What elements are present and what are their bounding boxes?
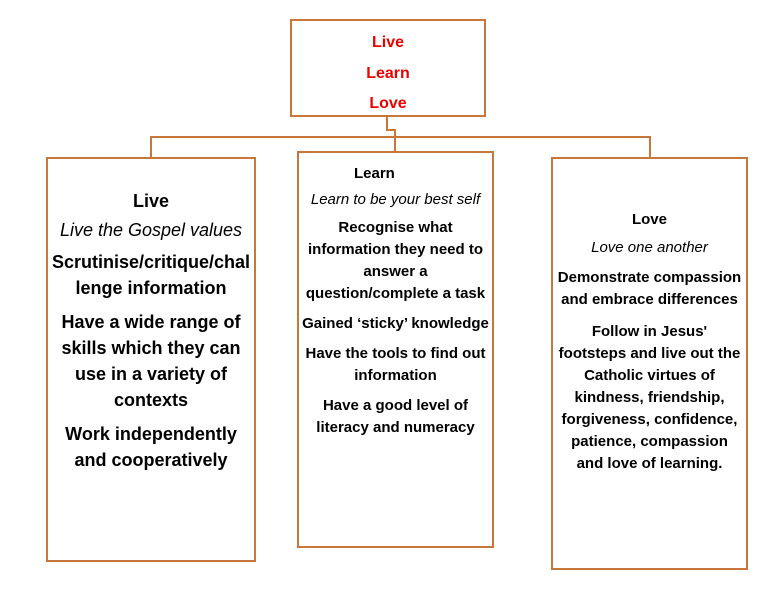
root-line-live: Live xyxy=(371,34,404,51)
love-node: Love Love one another Demonstrate compas… xyxy=(551,157,748,570)
learn-point: Recognise what information they need to … xyxy=(305,219,486,302)
love-subtitle: Love one another xyxy=(591,239,708,256)
root-line-learn: Learn xyxy=(366,64,410,82)
live-subtitle: Live the Gospel values xyxy=(59,220,243,240)
love-title: Love xyxy=(631,211,667,228)
root-line-love: Love xyxy=(369,95,407,112)
learn-point: Gained ‘sticky’ knowledge xyxy=(302,315,489,332)
live-point: Work independently and cooperatively xyxy=(65,424,237,470)
root-node: Live Learn Love xyxy=(290,19,486,117)
learn-subtitle: Learn to be your best self xyxy=(310,191,481,208)
live-point: Have a wide range of skills which they c… xyxy=(61,312,241,410)
love-point: Demonstrate compassion and embrace diffe… xyxy=(557,269,742,308)
connector-trunk xyxy=(386,117,396,137)
live-title: Live xyxy=(132,191,170,211)
learn-point: Have a good level of literacy and numera… xyxy=(316,397,475,436)
learn-node: Learn Learn to be your best self Recogni… xyxy=(297,151,494,548)
love-point: Follow in Jesus' footsteps and live out … xyxy=(558,323,741,472)
learn-title: Learn xyxy=(354,165,395,182)
live-point: Scrutinise/critique/challenge informatio… xyxy=(51,252,251,298)
learn-point: Have the tools to find out information xyxy=(305,345,486,384)
live-node: Live Live the Gospel values Scrutinise/c… xyxy=(46,157,256,562)
